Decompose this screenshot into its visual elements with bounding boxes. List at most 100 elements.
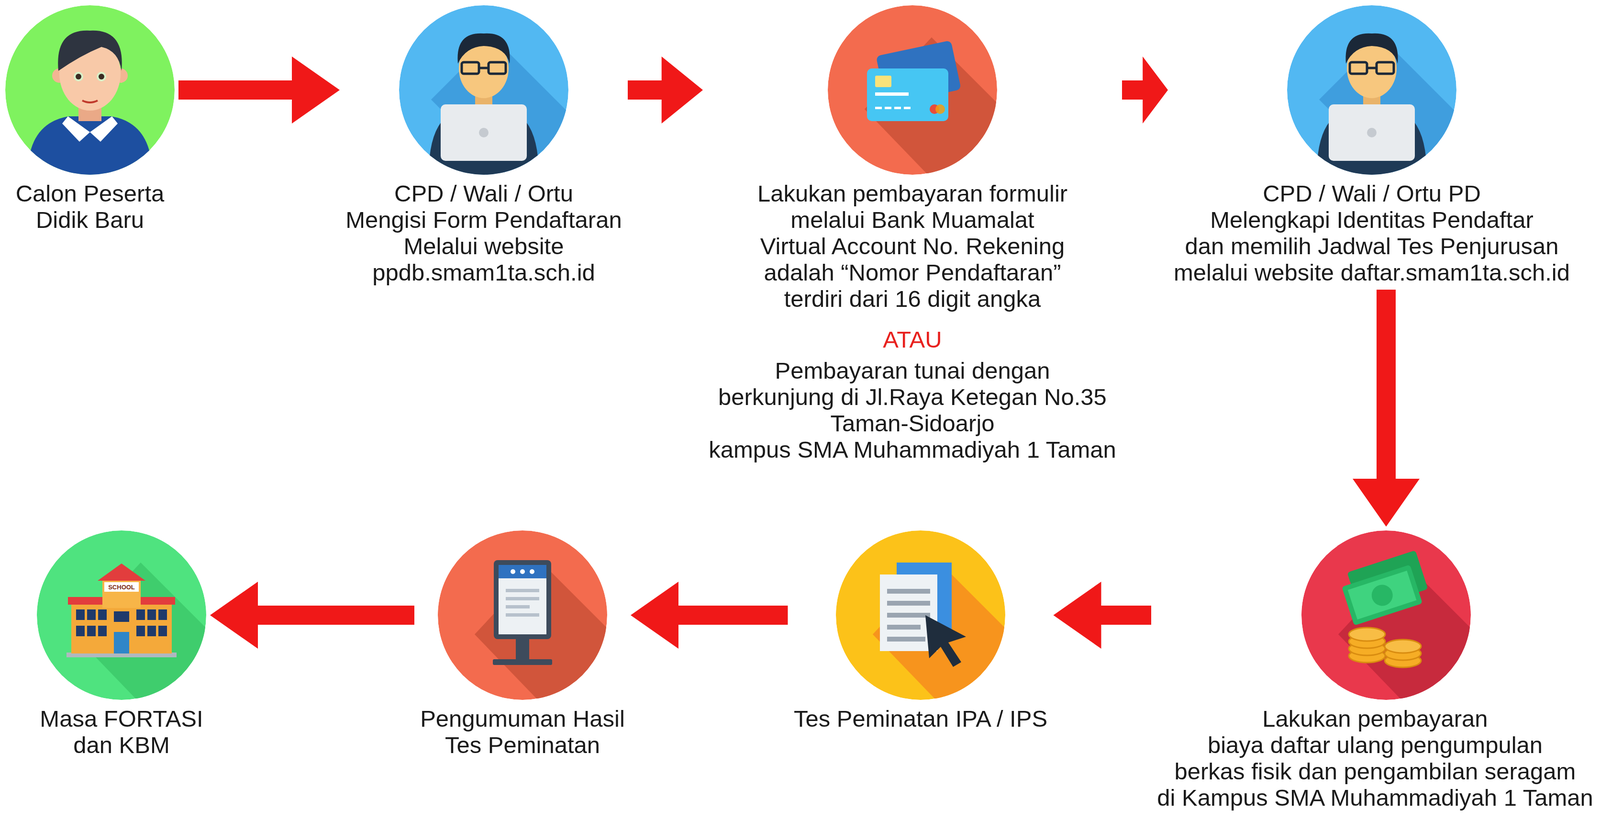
icon-part <box>925 614 967 667</box>
step-text: Lakukan pembayaran biaya daftar ulang pe… <box>1155 705 1596 811</box>
icon-part <box>478 66 489 70</box>
icon-part <box>1366 66 1377 70</box>
icon-part <box>1328 104 1415 161</box>
icon-part <box>1349 62 1367 74</box>
icon-part <box>505 604 530 609</box>
icon-part <box>1368 581 1396 609</box>
icon-part <box>97 563 146 581</box>
flow-arrow <box>178 56 340 124</box>
icon-part <box>98 625 107 636</box>
icon-part <box>505 596 540 600</box>
flow-arrow <box>1352 289 1420 527</box>
step-node: CPD / Wali / Ortu Mengisi Form Pendaftar… <box>343 5 624 286</box>
step-text: CPD / Wali / Ortu PD Melengkapi Identita… <box>1171 180 1572 286</box>
icon-part <box>136 625 145 636</box>
icon-part <box>158 625 167 636</box>
icon-part <box>515 638 530 661</box>
icon-part <box>62 116 90 142</box>
icon-circle <box>5 5 175 175</box>
step-text: Tes Peminatan IPA / IPS <box>791 705 1050 732</box>
icon-part <box>1341 564 1423 625</box>
step-text: CPD / Wali / Ortu Mengisi Form Pendaftar… <box>343 180 624 286</box>
icon-part <box>875 92 909 96</box>
icon-part <box>520 568 525 574</box>
icon-part <box>98 73 105 80</box>
icon-part <box>875 75 892 88</box>
icon-part <box>488 62 506 74</box>
icon-part <box>505 588 540 592</box>
sign-label: SCHOOL <box>107 583 136 591</box>
icon-part <box>1384 639 1422 653</box>
icon-part <box>875 106 882 110</box>
flow-arrow <box>1053 581 1152 649</box>
icon-part <box>82 100 98 103</box>
icon-part <box>113 631 130 654</box>
step-text: Masa FORTASI dan KBM <box>36 705 207 758</box>
icon-part <box>102 578 141 608</box>
icon-part <box>57 30 123 71</box>
icon-part <box>113 611 130 622</box>
icon-part <box>492 658 553 665</box>
icon-part <box>510 568 516 574</box>
step-note: ATAU <box>706 326 1119 353</box>
icon-part <box>894 106 901 110</box>
icon-part <box>158 609 167 620</box>
icon-part <box>87 625 96 636</box>
flow-arrow <box>627 56 703 124</box>
icon-part <box>27 116 153 175</box>
step-note: Pembayaran tunai dengan berkunjung di Jl… <box>706 357 1119 463</box>
icon-part <box>498 564 547 634</box>
icon-part <box>76 625 85 636</box>
step-node: Lakukan pembayaran biaya daftar ulang pe… <box>1155 530 1596 811</box>
icon-part <box>1366 127 1377 138</box>
flow-arrow <box>1122 56 1168 124</box>
icon-part <box>461 62 479 74</box>
icon-part <box>498 564 547 578</box>
icon-part <box>887 636 926 642</box>
step-text: Lakukan pembayaran formulir melalui Bank… <box>706 180 1119 312</box>
step-text: Calon Peserta Didik Baru <box>5 180 175 234</box>
flow-arrow <box>210 581 415 649</box>
icon-part <box>87 609 96 620</box>
icon-part <box>866 68 949 122</box>
step-text: Pengumuman Hasil Tes Peminatan <box>418 705 627 758</box>
icon-part <box>887 624 921 630</box>
icon-part <box>887 588 931 594</box>
icon-part <box>457 33 510 64</box>
icon-part <box>884 106 892 110</box>
icon-part <box>89 116 118 142</box>
school-icon <box>36 530 275 768</box>
icon-part <box>1345 33 1398 64</box>
icon-part <box>136 609 145 620</box>
icon-part <box>1337 549 1432 625</box>
step-node: Lakukan pembayaran formulir melalui Bank… <box>706 5 1119 463</box>
icon-part <box>76 609 85 620</box>
icon-part <box>505 612 540 617</box>
icon-part <box>104 581 139 592</box>
step-node: Calon Peserta Didik Baru <box>5 5 175 234</box>
icon-part <box>75 73 82 80</box>
step-node: Pengumuman Hasil Tes Peminatan <box>418 530 627 758</box>
icon-shadow <box>872 562 1074 768</box>
step-node: CPD / Wali / Ortu PD Melengkapi Identita… <box>1171 5 1572 286</box>
icon-part <box>1376 62 1394 74</box>
icon-part <box>71 602 172 654</box>
icon-part <box>1347 570 1417 620</box>
icon-part <box>73 71 84 82</box>
icon-part <box>98 609 107 620</box>
document-icon <box>835 530 1074 768</box>
flow-arrow <box>630 581 789 649</box>
icon-part <box>493 559 552 639</box>
step-node: Masa FORTASI dan KBM <box>36 530 207 758</box>
icon-part <box>147 625 156 636</box>
step-node: Tes Peminatan IPA / IPS <box>791 530 1050 732</box>
icon-part <box>903 106 911 110</box>
icon-part <box>147 609 156 620</box>
icon-part <box>887 612 931 618</box>
icon-part <box>935 104 945 114</box>
icon-part <box>529 568 535 574</box>
icon-part <box>96 71 107 82</box>
